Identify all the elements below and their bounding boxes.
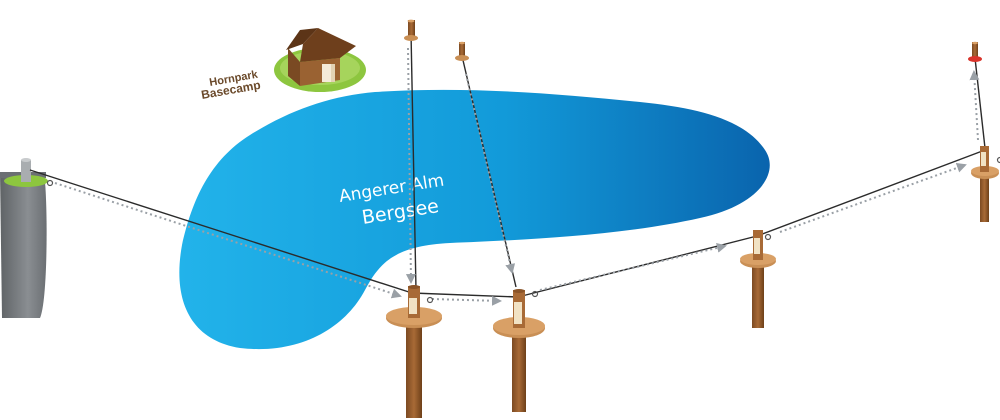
start-tower[interactable] bbox=[0, 158, 48, 318]
end-marker-pole[interactable] bbox=[968, 41, 982, 62]
station-pole[interactable] bbox=[386, 285, 442, 418]
hut-icon bbox=[286, 28, 356, 86]
station-pole[interactable] bbox=[493, 289, 545, 412]
pole-icon bbox=[752, 262, 764, 328]
hook-icon bbox=[426, 296, 434, 304]
cable-icon bbox=[974, 57, 986, 149]
cable-icon bbox=[29, 169, 413, 294]
hook-icon bbox=[764, 233, 772, 241]
arrow-icon bbox=[465, 73, 516, 274]
hook-icon bbox=[46, 179, 54, 187]
arrow-icon bbox=[405, 47, 416, 284]
pole-icon bbox=[459, 42, 465, 60]
arrow-icon bbox=[54, 182, 402, 299]
station-pole[interactable] bbox=[971, 146, 999, 222]
pole-icon bbox=[408, 20, 415, 40]
arrow-icon bbox=[431, 295, 502, 306]
hook-icon bbox=[996, 156, 1000, 164]
hook-icons bbox=[46, 156, 1000, 304]
lake-shape bbox=[179, 89, 770, 350]
cable-icon bbox=[410, 31, 417, 291]
cable-icon bbox=[411, 292, 519, 298]
tower-icon bbox=[0, 172, 47, 318]
arrow-icon bbox=[539, 242, 727, 291]
pole-icon bbox=[512, 328, 526, 412]
arrow-icon bbox=[969, 70, 980, 141]
distant-pole[interactable] bbox=[404, 19, 418, 41]
station-pole[interactable] bbox=[740, 230, 776, 328]
pole-icon bbox=[406, 310, 422, 418]
hook-icon bbox=[531, 290, 539, 298]
arrow-icon bbox=[779, 163, 967, 233]
pole-icon bbox=[980, 174, 989, 222]
basecamp[interactable]: Hornpark Basecamp bbox=[200, 28, 366, 102]
cable-icon bbox=[756, 149, 986, 237]
distant-pole[interactable] bbox=[455, 41, 469, 61]
path-arrows bbox=[54, 47, 980, 306]
pole-icon bbox=[972, 42, 978, 60]
